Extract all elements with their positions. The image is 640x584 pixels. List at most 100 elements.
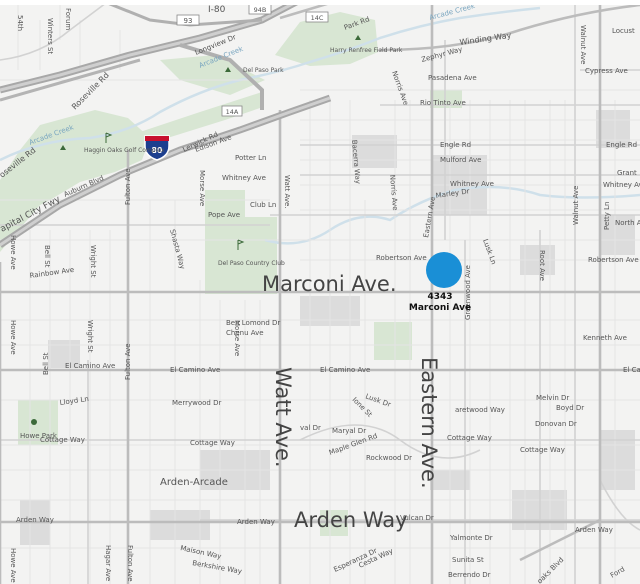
- interstate-80-number: 80: [151, 146, 163, 155]
- location-pin-icon[interactable]: [426, 252, 462, 288]
- label-cypress: Cypress Ave: [585, 67, 628, 75]
- label-bell: Bell St: [43, 245, 51, 268]
- label-walnut-top: Walnut Ave: [579, 25, 587, 64]
- label-wright: Wright St: [89, 245, 97, 278]
- label-root: Root Ave: [538, 250, 546, 281]
- tree-icon: [60, 145, 66, 150]
- label-howe: Howe Ave: [9, 235, 17, 270]
- label-rio-tinto: Rio Tinto Ave: [420, 99, 466, 107]
- label-robertson-right: Robertson Ave: [588, 256, 639, 264]
- marker-street: Marconi Ave: [409, 303, 471, 313]
- label-robertson: Robertson Ave: [376, 254, 427, 262]
- label-el-camino-1: El Camino Ave: [65, 362, 115, 370]
- tree-icon: [31, 419, 37, 425]
- label-arden-way-left: Arden Way: [16, 516, 54, 524]
- label-lloyd: Lloyd Ln: [59, 395, 89, 407]
- label-aretwood: aretwood Way: [455, 406, 505, 414]
- label-forum: Forum: [64, 8, 72, 30]
- label-potter: Potter Ln: [235, 154, 267, 162]
- label-whitney-left: Whitney Ave: [222, 174, 266, 182]
- label-del-paso-park: Del Paso Park: [243, 67, 284, 74]
- label-cottage-1: Cottage Way: [40, 436, 85, 444]
- route-14a-label: 14A: [226, 108, 239, 116]
- label-cottage-3: Cottage Way: [447, 434, 492, 442]
- label-norris: Norris Ave: [388, 174, 399, 210]
- label-kenneth: Kenneth Ave: [583, 334, 627, 342]
- route-93-label: 93: [184, 17, 193, 25]
- label-petty: Petty Ln: [603, 202, 611, 230]
- label-yalmonte: Yalmonte Dr: [449, 534, 493, 542]
- label-hagar: Hagar Ave: [104, 545, 112, 581]
- label-north-ave: North Ave: [615, 219, 640, 227]
- label-del-paso-cc: Del Paso Country Club: [218, 260, 285, 267]
- label-donovan: Donovan Dr: [535, 420, 577, 428]
- label-val-dr: val Dr: [300, 424, 321, 432]
- label-howe-mid: Howe Ave: [9, 320, 17, 355]
- label-morse-mid: Morse Ave: [233, 320, 241, 356]
- park-icons: [31, 35, 361, 425]
- label-rockwood: Rockwood Dr: [366, 454, 412, 462]
- label-vulcan: Vulcan Dr: [400, 514, 434, 522]
- interstate-80-shield: 80: [144, 135, 170, 161]
- label-bell-2: Bell St: [42, 352, 50, 375]
- label-winters: Winters St: [46, 18, 54, 54]
- label-sunita: Sunita St: [452, 556, 484, 564]
- label-grant: Grant: [617, 169, 637, 177]
- golf-flag-icon: [105, 132, 113, 143]
- label-maryal: Maryal Dr: [332, 427, 366, 435]
- golf-flag-icon: [237, 239, 245, 250]
- route-badges: 93 94B 14C 14A: [176, 3, 329, 117]
- label-el-camino-right: El Cam: [623, 366, 640, 374]
- label-cottage-4: Cottage Way: [520, 446, 565, 454]
- parks: [0, 12, 462, 536]
- label-haggin: Haggin Oaks Golf Complex: [84, 147, 165, 154]
- label-melvin: Melvin Dr: [536, 394, 569, 402]
- label-berrendo: Berrendo Dr: [448, 571, 491, 579]
- label-i80-top: I-80: [208, 5, 226, 15]
- label-watt-ave: Watt Ave.: [271, 367, 295, 468]
- label-boyd: Boyd Dr: [556, 404, 584, 412]
- label-arden-way: Arden Way: [294, 508, 408, 532]
- label-chenu: Chenu Ave: [226, 329, 264, 337]
- label-howe-park: Howe Park: [20, 432, 58, 440]
- marker-number: 4343: [427, 292, 452, 302]
- label-arden-way-mid: Arden Way: [237, 518, 275, 526]
- label-bacerra: Bacerra Way: [350, 139, 362, 184]
- label-fulton-mid: Fulton Ave: [124, 343, 132, 380]
- label-arden-arcade: Arden-Arcade: [160, 477, 228, 488]
- label-engle-right: Engle Rd: [606, 141, 637, 149]
- label-el-camino-2: El Camino Ave: [170, 366, 220, 374]
- label-pope: Pope Ave: [208, 211, 240, 219]
- label-whitney: Whitney Ave: [450, 180, 494, 188]
- label-eastern-ave: Eastern Ave.: [417, 357, 441, 489]
- label-mulford: Mulford Ave: [440, 156, 481, 164]
- label-marconi-ave: Marconi Ave.: [262, 272, 397, 296]
- label-greenwood: Greenwood Ave: [464, 265, 472, 320]
- label-whitney-right: Whitney Ave: [603, 181, 640, 189]
- label-howe-bottom: Howe Ave: [9, 548, 17, 583]
- label-harry-renfree: Harry Renfree Field Park: [330, 47, 403, 54]
- tree-icon: [355, 35, 361, 40]
- label-el-camino-3: El Camino Ave: [320, 366, 370, 374]
- label-54th: 54th: [16, 15, 24, 31]
- route-94b-label: 94B: [254, 6, 267, 14]
- label-club-ln: Club Ln: [250, 201, 276, 209]
- label-engle: Engle Rd: [440, 141, 471, 149]
- label-locust: Locust: [612, 27, 635, 35]
- label-wright-mid: Wright St: [86, 320, 94, 353]
- label-fulton-bottom: Fulton Ave: [126, 545, 134, 582]
- label-pasadena: Pasadena Ave: [428, 74, 477, 82]
- freeway: [0, 0, 332, 248]
- label-watt-top: Watt Ave.: [283, 175, 291, 209]
- major-street-labels: Marconi Ave. Watt Ave. Eastern Ave. Arde…: [262, 272, 441, 532]
- label-walnut: Walnut Ave: [572, 186, 580, 225]
- label-arden-way-right: Arden Way: [575, 526, 613, 534]
- route-14c-label: 14C: [311, 14, 324, 22]
- location-marker[interactable]: 4343 Marconi Ave: [409, 252, 471, 313]
- label-cottage-2: Cottage Way: [190, 439, 235, 447]
